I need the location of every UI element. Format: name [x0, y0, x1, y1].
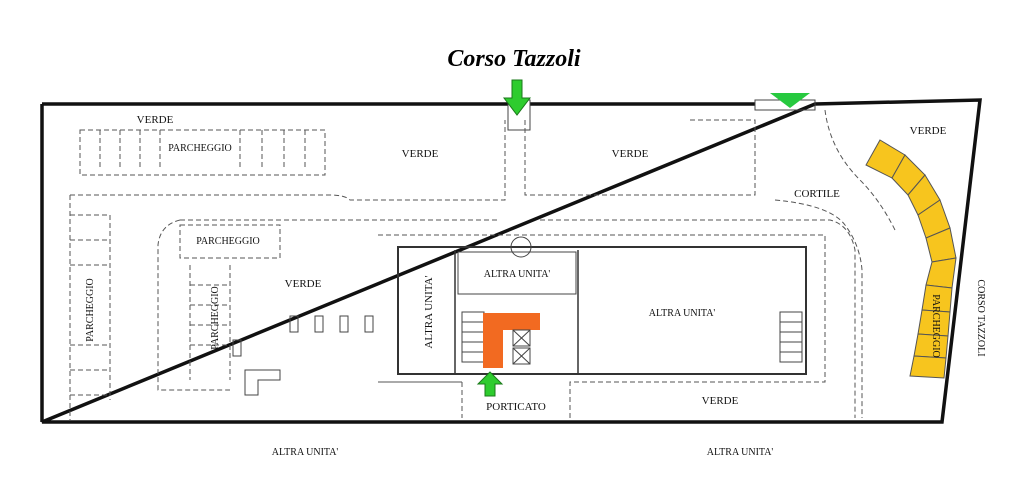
label-verde: VERDE — [137, 114, 174, 126]
label-parcheggio: PARCHEGGIO — [168, 143, 232, 154]
label-parcheggio: PARCHEGGIO — [85, 278, 96, 342]
label-cortile: CORTILE — [794, 188, 840, 200]
stair-left — [461, 311, 485, 363]
street-name-side: CORSO TAZZOLI — [975, 279, 986, 356]
label-porticato: PORTICATO — [486, 401, 546, 413]
parking-stalls-left — [70, 214, 111, 400]
label-parcheggio: PARCHEGGIO — [930, 294, 941, 358]
label-altra-unita: ALTRA UNITA' — [649, 308, 716, 319]
label-verde: VERDE — [702, 395, 739, 407]
altra-unita-top-room — [457, 251, 577, 295]
label-altra-unita: ALTRA UNITA' — [707, 447, 774, 458]
building-perimeter — [378, 234, 826, 418]
path-top-right — [524, 119, 756, 196]
label-verde: VERDE — [402, 148, 439, 160]
parking-stalls-top — [99, 130, 306, 170]
highlighted-unit[interactable] — [483, 313, 540, 368]
parking-mid-area — [179, 224, 281, 259]
parking-stalls-mid — [189, 265, 231, 380]
bollards — [232, 315, 374, 357]
building-walls — [397, 246, 807, 375]
label-altra-unita: ALTRA UNITA' — [423, 275, 435, 348]
driveway-entry-marker — [770, 93, 810, 108]
label-parcheggio: PARCHEGGIO — [210, 286, 221, 350]
label-verde: VERDE — [285, 278, 322, 290]
parking-top-area — [79, 129, 326, 176]
drive-inner — [774, 199, 863, 418]
highlighted-parking[interactable] — [865, 139, 957, 379]
corner-planter — [244, 369, 281, 396]
property-boundary — [41, 98, 982, 424]
entrance-canopy — [510, 236, 532, 258]
unit-entrance-arrow — [476, 371, 504, 397]
label-altra-unita: ALTRA UNITA' — [272, 447, 339, 458]
inner-road — [180, 219, 856, 418]
label-verde: VERDE — [612, 148, 649, 160]
label-altra-unita: ALTRA UNITA' — [484, 269, 551, 280]
street-name-top: Corso Tazzoli — [447, 46, 580, 72]
path-top-left — [70, 120, 506, 201]
label-verde: VERDE — [910, 125, 947, 137]
entrance-arrow-top — [502, 79, 532, 116]
stair-right — [779, 311, 803, 363]
inner-road-left — [157, 219, 230, 391]
elevator-icon — [512, 329, 531, 365]
label-parcheggio: PARCHEGGIO — [196, 236, 260, 247]
